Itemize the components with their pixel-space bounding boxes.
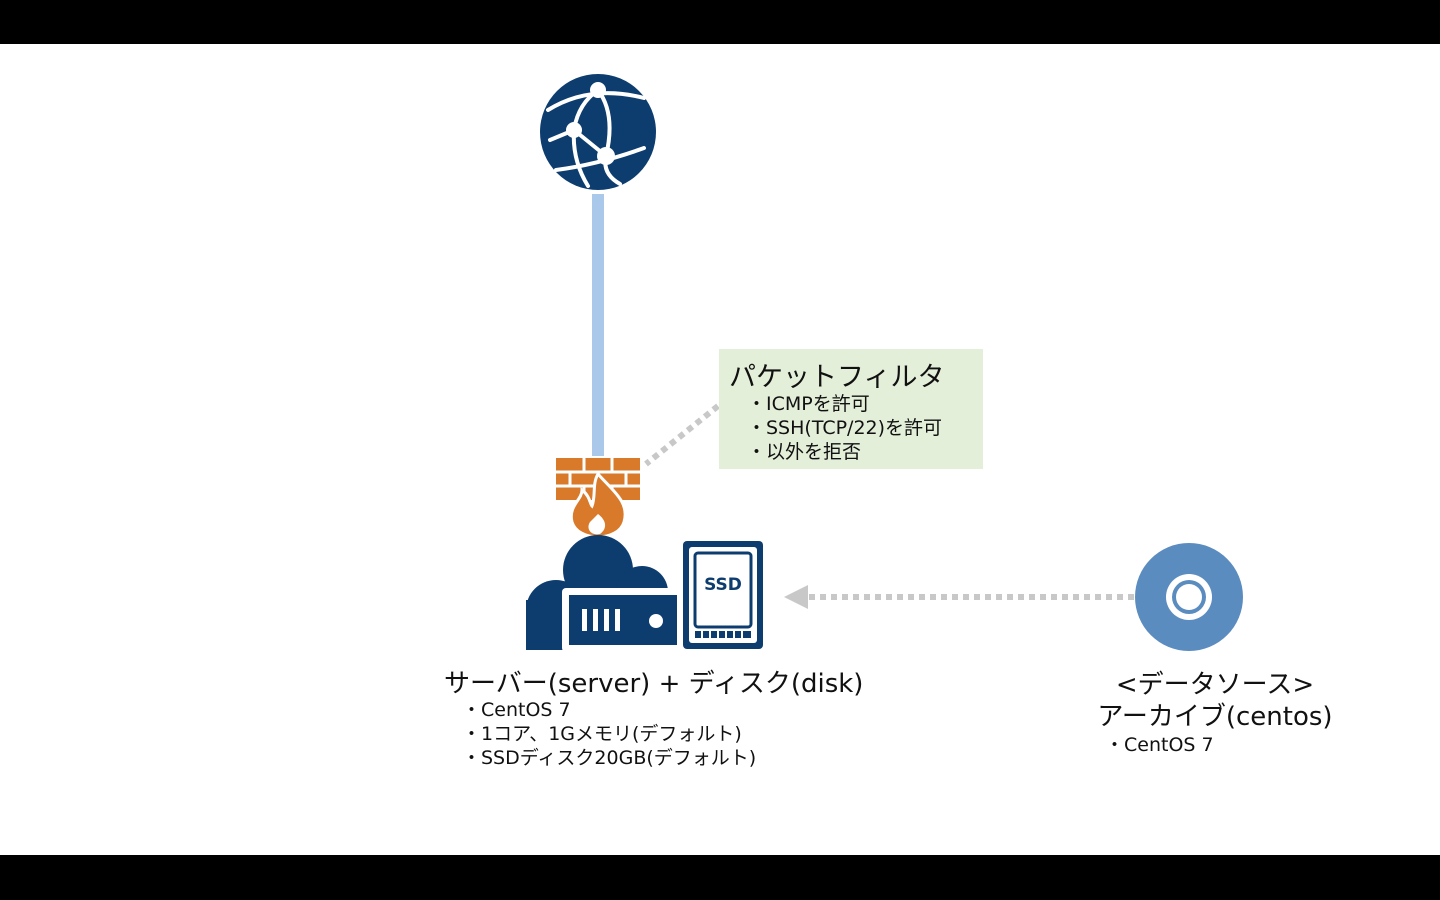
restore-arrow [784, 585, 1134, 609]
cloud-server-icon [526, 535, 684, 652]
server-spec: ・SSDディスク20GB(デフォルト) [462, 747, 757, 769]
server-spec: ・1コア、1Gメモリ(デフォルト) [462, 723, 742, 745]
data-source-heading: <データソース> [1115, 670, 1315, 700]
ssd-disk-icon [683, 541, 763, 649]
packet-filter-rule: ・SSH(TCP/22)を許可 [747, 417, 943, 439]
ssd-label: SSD [704, 575, 742, 595]
server-spec: ・CentOS 7 [462, 699, 571, 721]
packet-filter-rule: ・以外を拒否 [747, 441, 862, 463]
diagram-canvas: SSD パケットフィルタ ・ICMPを許可 ・SSH(TCP/22)を許可 ・以… [0, 44, 1440, 855]
network-link-line [592, 194, 604, 456]
packet-filter-note: パケットフィルタ ・ICMPを許可 ・SSH(TCP/22)を許可 ・以外を拒否 [719, 349, 983, 469]
note-connector [644, 403, 720, 467]
firewall-icon [556, 458, 640, 539]
server-title: サーバー(server) + ディスク(disk) [444, 669, 864, 699]
packet-filter-title: パケットフィルタ [729, 362, 945, 393]
archive-title: アーカイブ(centos) [1097, 702, 1333, 732]
archive-disc-icon [1135, 543, 1243, 651]
archive-spec: ・CentOS 7 [1105, 734, 1214, 756]
diagram-graphics [526, 74, 1243, 652]
globe-network-icon [540, 74, 656, 190]
packet-filter-rule: ・ICMPを許可 [747, 393, 870, 415]
